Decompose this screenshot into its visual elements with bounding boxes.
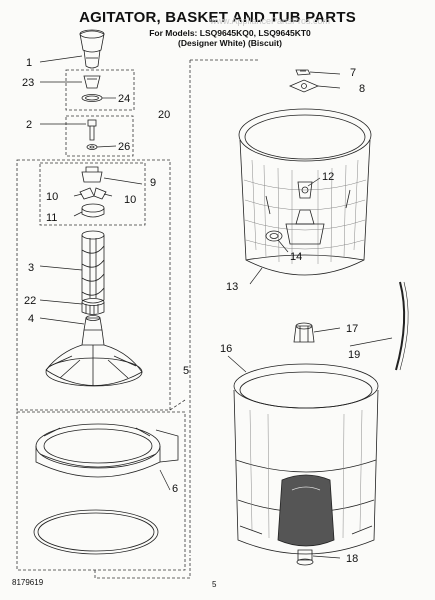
callout-23: 23 (22, 77, 34, 89)
callout-11: 11 (46, 212, 57, 224)
agitator-dog-assembly (79, 166, 107, 218)
bracket-8 (288, 79, 320, 93)
callout-24: 24 (118, 93, 130, 105)
group-box-9 (39, 162, 146, 226)
callout-17: 17 (346, 323, 358, 335)
callout-2: 2 (26, 119, 32, 131)
callout-14: 14 (290, 251, 302, 263)
agitator-auger (81, 230, 105, 304)
group-box-20 (16, 159, 171, 411)
connector-dashed-to-box (169, 399, 186, 411)
callout-19: 19 (348, 349, 360, 361)
o-ring-24 (81, 94, 103, 102)
document-part-number: 8179619 (12, 578, 44, 587)
callout-12: 12 (322, 171, 334, 183)
washer-26 (86, 144, 98, 150)
callout-13: 13 (226, 281, 238, 293)
callout-8: 8 (359, 83, 365, 95)
model-numbers: For Models: LSQ9645KQ0, LSQ9645KT0 (149, 28, 311, 38)
tub-ring (35, 423, 179, 478)
outer-tub (233, 363, 379, 555)
group-box-5 (16, 411, 186, 571)
callout-18: 18 (346, 553, 358, 565)
model-colors: (Designer White) (Biscuit) (178, 38, 282, 48)
tub-ring-seal (33, 509, 159, 555)
connector-dashed-bottom (94, 555, 191, 579)
group-box-23 (65, 69, 135, 111)
page-title: AGITATOR, BASKET AND TUB PARTS (79, 9, 356, 26)
callout-20: 20 (158, 109, 170, 121)
page-number: 5 (212, 580, 217, 589)
agitator-cam (83, 75, 101, 89)
drain-fitting-18 (296, 549, 314, 566)
callout-9: 9 (150, 177, 156, 189)
callout-22: 22 (24, 295, 36, 307)
callout-4: 4 (28, 313, 34, 325)
drive-bearing-22 (81, 298, 105, 315)
agitator-bolt (87, 119, 97, 141)
spin-basket (238, 108, 372, 276)
callout-1: 1 (26, 57, 32, 69)
group-box-2 (65, 115, 134, 157)
callout-7: 7 (350, 67, 356, 79)
overflow-hose-19 (395, 281, 409, 371)
clip-7 (295, 69, 311, 76)
callout-10-right: 10 (124, 194, 136, 206)
watermark: www.AppliancePartsPros.com (210, 16, 331, 26)
callout-16: 16 (220, 343, 232, 355)
callout-6: 6 (172, 483, 178, 495)
callout-5: 5 (183, 365, 189, 377)
callout-10-left: 10 (46, 191, 58, 203)
hub-nut-17 (293, 322, 315, 343)
leader-lines (39, 55, 393, 559)
callout-labels: 1 23 24 2 26 20 9 10 10 11 3 22 4 5 6 7 … (22, 57, 365, 565)
callout-3: 3 (28, 262, 34, 274)
callout-26: 26 (118, 141, 130, 153)
agitator-cap (79, 29, 105, 69)
agitator-base (45, 315, 143, 387)
